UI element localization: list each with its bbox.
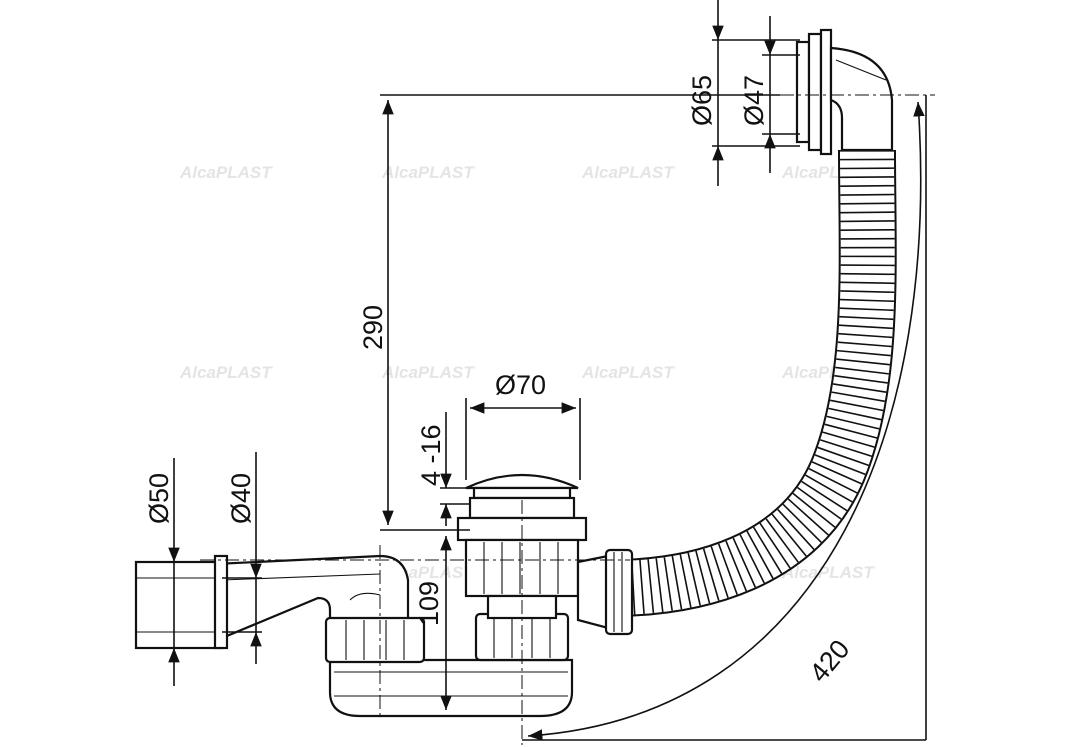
dim-outlet-inner: Ø40 xyxy=(226,473,256,524)
dim-overflow-outer: Ø65 xyxy=(687,75,717,126)
watermark-logo: AlcaPLAST xyxy=(381,163,475,182)
plug-waste xyxy=(456,474,634,636)
watermark-logo: AlcaPLAST xyxy=(179,363,273,382)
dimension-lines xyxy=(140,0,927,741)
watermark-logo: AlcaPLAST xyxy=(581,163,675,182)
dim-plug-lift: 4 -16 xyxy=(416,424,446,486)
overflow-head xyxy=(795,28,894,156)
dim-plug-diameter: Ø70 xyxy=(495,370,546,400)
dim-overflow-inner: Ø47 xyxy=(739,75,769,126)
watermark-logo: AlcaPLAST xyxy=(381,363,475,382)
dim-height-siphon: 109 xyxy=(414,581,444,626)
watermark-logo: AlcaPLAST xyxy=(179,163,273,182)
dim-outlet-outer: Ø50 xyxy=(144,473,174,524)
watermark-logo: AlcaPLAST xyxy=(581,363,675,382)
dim-hose-length: 420 xyxy=(804,634,856,688)
dim-height-overflow: 290 xyxy=(358,305,388,350)
siphon-body xyxy=(324,612,574,718)
